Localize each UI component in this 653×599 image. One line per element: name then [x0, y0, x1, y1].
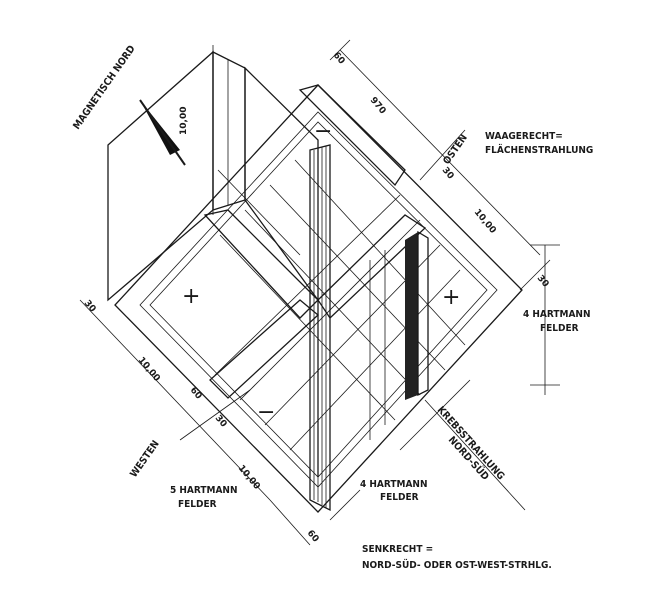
right-fields-line1: 4 HARTMANN [523, 309, 590, 320]
dim-top-970: 970 [368, 96, 388, 117]
dim-left-30b: 30 [213, 414, 229, 430]
vertical-wall [309, 144, 429, 512]
west-label: WESTEN [128, 439, 161, 480]
cancer-radiation-line1: KREBSSTRAHLUNG [435, 405, 506, 483]
dim-left-1000: 10,00 [136, 356, 162, 384]
north-arrow-icon [139, 99, 186, 166]
minus-sign-bottom: − [257, 400, 275, 425]
dimension-lines [79, 39, 560, 546]
horizontal-title: WAAGERECHT= [485, 131, 563, 142]
bottom-fields-line2: FELDER [380, 492, 419, 503]
plus-sign-left: + [182, 284, 200, 309]
horizontal-desc: FLÄCHENSTRAHLUNG [485, 142, 593, 156]
vertical-desc: NORD-SÜD- ODER OST-WEST-STRHLG. [362, 557, 552, 571]
dim-right-30: 30 [535, 274, 551, 290]
dim-top-30: 30 [440, 166, 456, 182]
dim-top-60: 60 [331, 51, 347, 67]
floor-wall-band [114, 84, 523, 513]
dim-left-30: 30 [82, 299, 98, 315]
east-label: OSTEN [441, 133, 469, 167]
minus-sign-top: − [314, 119, 332, 144]
left-fields-line2: FELDER [178, 499, 217, 510]
plus-sign-right: + [442, 285, 460, 310]
right-fields-line2: FELDER [540, 323, 579, 334]
dim-height: 10,00 [179, 107, 189, 135]
dim-left-60: 60 [188, 386, 204, 402]
left-fields-line1: 5 HARTMANN [170, 485, 237, 496]
vertical-title: SENKRECHT = [362, 544, 433, 555]
dim-right-1000: 10,00 [472, 208, 498, 236]
bottom-fields-line1: 4 HARTMANN [360, 479, 427, 490]
dim-bottom-1000: 10,00 [236, 464, 262, 492]
magnetic-north-label: MAGNETISCH NORD [71, 44, 137, 132]
